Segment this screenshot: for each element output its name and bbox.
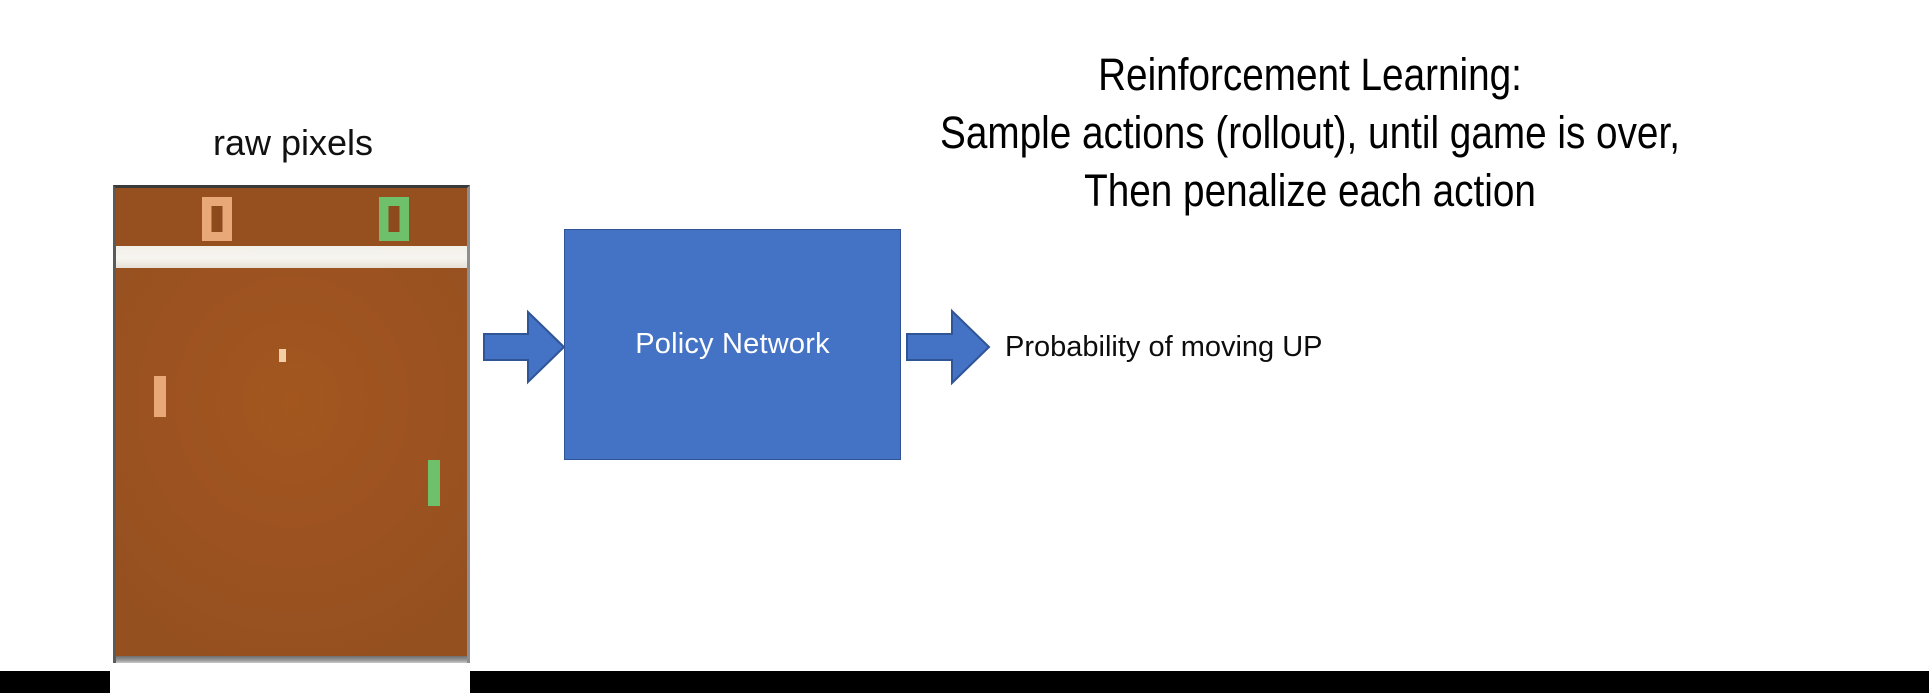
pong-game-frame — [113, 185, 470, 663]
pong-paddle-left — [154, 376, 166, 417]
policy-network-label: Policy Network — [635, 328, 830, 360]
policy-network-box[interactable]: Policy Network — [564, 229, 901, 460]
slide-heading: Reinforcement Learning: Sample actions (… — [777, 46, 1843, 220]
heading-line-2: Sample actions (rollout), until game is … — [940, 107, 1680, 158]
output-arrow-icon — [906, 308, 991, 386]
footer-bar-left — [0, 671, 110, 693]
pong-scoreboard — [116, 188, 467, 246]
score-digit-left — [202, 197, 232, 241]
pong-divider-line — [116, 246, 467, 268]
heading-line-1: Reinforcement Learning: — [1098, 49, 1522, 100]
pong-frame-bevel — [116, 656, 467, 663]
input-arrow-icon — [483, 309, 566, 385]
score-digit-left-hole — [211, 206, 223, 232]
score-digit-right-hole — [388, 206, 400, 232]
raw-pixels-caption: raw pixels — [212, 122, 374, 163]
footer-bar-right — [470, 671, 1929, 693]
pong-paddle-right — [428, 460, 440, 506]
output-probability-label: Probability of moving UP — [1005, 331, 1323, 363]
score-digit-right — [379, 197, 409, 241]
pong-ball — [279, 349, 286, 362]
heading-line-3: Then penalize each action — [1084, 165, 1536, 216]
